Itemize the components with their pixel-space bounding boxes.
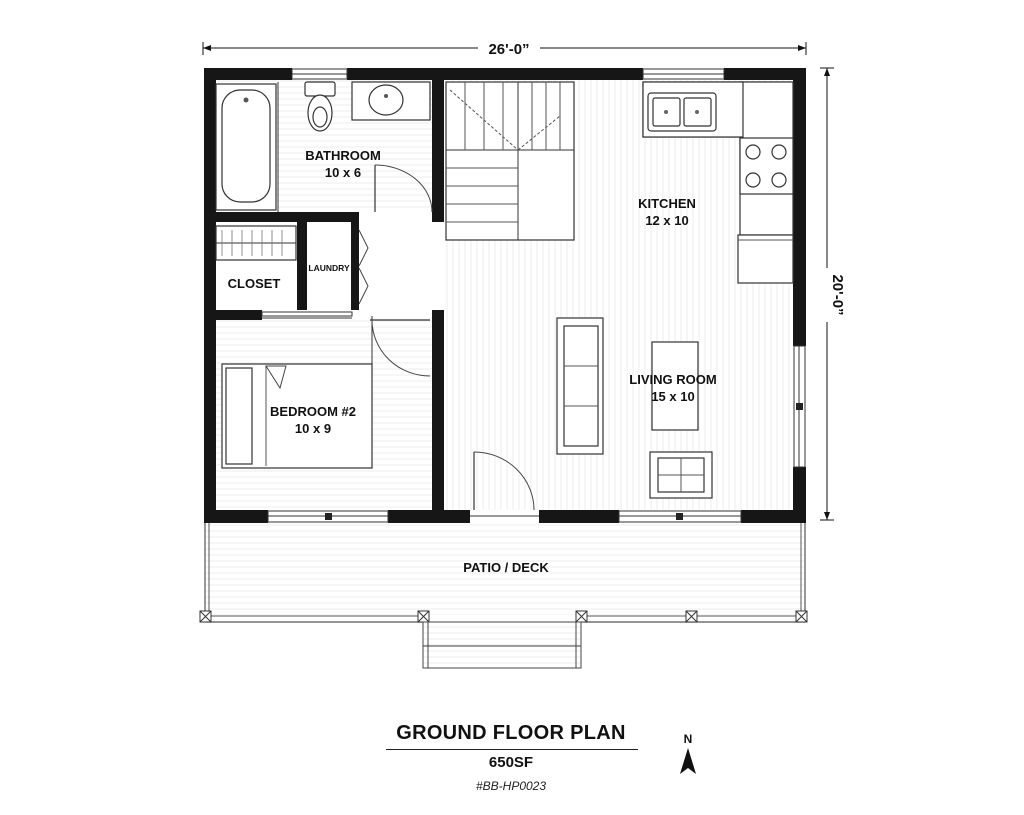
windows bbox=[267, 68, 806, 523]
room-size-living: 15 x 10 bbox=[651, 389, 694, 404]
coffee-table bbox=[651, 341, 699, 431]
room-size-kitchen: 12 x 10 bbox=[645, 213, 688, 228]
sofa bbox=[556, 317, 604, 455]
dimension-depth-label: 20'-0” bbox=[829, 274, 846, 315]
room-label-living: LIVING ROOM bbox=[629, 372, 716, 387]
refrigerator bbox=[737, 234, 794, 284]
plan-number: #BB-HP0023 bbox=[475, 779, 547, 793]
room-label-bedroom: BEDROOM #2 bbox=[270, 404, 356, 419]
bathroom-sink bbox=[351, 81, 431, 121]
interior-walls bbox=[214, 80, 444, 510]
room-label-bathroom: BATHROOM bbox=[305, 148, 381, 163]
north-arrow: N bbox=[676, 732, 700, 776]
room-label-kitchen: KITCHEN bbox=[638, 196, 696, 211]
dimension-width-label: 26'-0” bbox=[488, 41, 529, 58]
bathroom-door bbox=[374, 164, 433, 213]
kitchen-sink bbox=[647, 92, 717, 132]
dimension-width: 26'-0” bbox=[202, 41, 807, 58]
closet-sliding-door bbox=[261, 311, 353, 319]
room-label-closet: CLOSET bbox=[228, 276, 281, 291]
bathtub bbox=[215, 83, 277, 211]
north-arrow-icon bbox=[680, 748, 696, 774]
armchair bbox=[649, 451, 713, 499]
toilet bbox=[304, 81, 336, 132]
closet-shelf bbox=[215, 225, 297, 261]
plan-area: 650SF bbox=[488, 754, 534, 771]
front-door bbox=[470, 451, 539, 517]
room-label-patio: PATIO / DECK bbox=[463, 560, 549, 575]
north-letter: N bbox=[683, 732, 693, 746]
room-size-bedroom: 10 x 9 bbox=[295, 421, 331, 436]
stove bbox=[739, 137, 794, 195]
exterior-walls bbox=[204, 68, 806, 523]
room-size-bathroom: 10 x 6 bbox=[325, 165, 361, 180]
staircase bbox=[445, 81, 575, 241]
title-underline bbox=[386, 749, 638, 750]
bed bbox=[221, 363, 373, 469]
room-label-laundry: LAUNDRY bbox=[308, 263, 350, 273]
plan-title: GROUND FLOOR PLAN bbox=[396, 722, 626, 744]
deck-steps bbox=[422, 621, 582, 669]
laundry-bifold-door bbox=[358, 229, 369, 305]
dimension-depth: 20'-0” bbox=[820, 67, 846, 521]
